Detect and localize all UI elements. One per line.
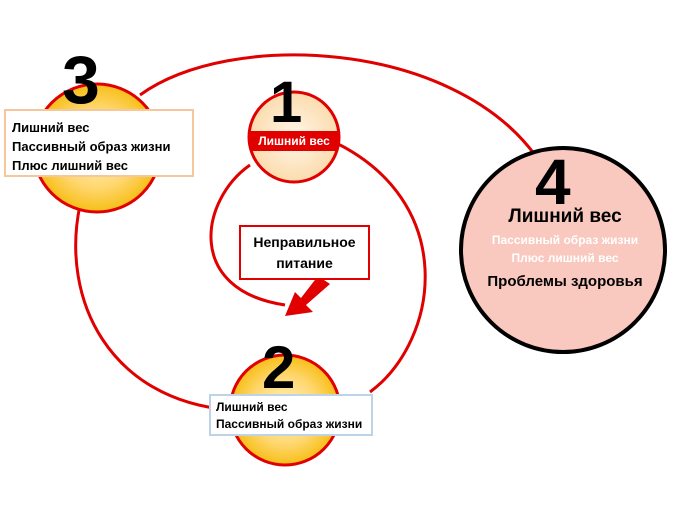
callout-box: Неправильное питание (239, 225, 370, 280)
node-3-line-2: Пассивный образ жизни (12, 139, 171, 154)
node-2-text-box: Лишний вес Пассивный образ жизни (209, 394, 373, 436)
node-4-number: 4 (535, 146, 571, 218)
node-2-number: 2 (262, 334, 296, 401)
node-3-line-3: Плюс лишний вес (12, 158, 129, 173)
node-3-text-box: Лишний вес Пассивный образ жизни Плюс ли… (4, 109, 194, 177)
node-2-line-1: Лишний вес (216, 400, 288, 414)
node-3-number: 3 (62, 42, 100, 118)
node-4-line-3: Плюс лишний вес (511, 251, 619, 265)
node-4-line-1: Лишний вес (508, 206, 622, 227)
node-4-line-4: Проблемы здоровья (487, 273, 643, 290)
ring-path-1-inner (209, 163, 286, 307)
callout-line-2: питание (276, 255, 333, 271)
ring-path-2-to-1 (329, 138, 427, 394)
ring-path-3-to-4 (139, 53, 537, 156)
node-3-line-1: Лишний вес (12, 120, 90, 135)
node-2-line-2: Пассивный образ жизни (216, 417, 363, 431)
callout-line-1: Неправильное (253, 234, 356, 250)
callout-arrow (285, 276, 330, 316)
node-4-line-2: Пассивный образ жизни (491, 233, 639, 247)
node-1-number: 1 (270, 70, 303, 135)
ring-path-3-to-2 (74, 204, 231, 412)
circle-4 (459, 146, 667, 354)
node-4-text: Лишний вес Пассивный образ жизни Плюс ли… (470, 205, 660, 293)
node-1-label: Лишний вес (250, 131, 338, 151)
